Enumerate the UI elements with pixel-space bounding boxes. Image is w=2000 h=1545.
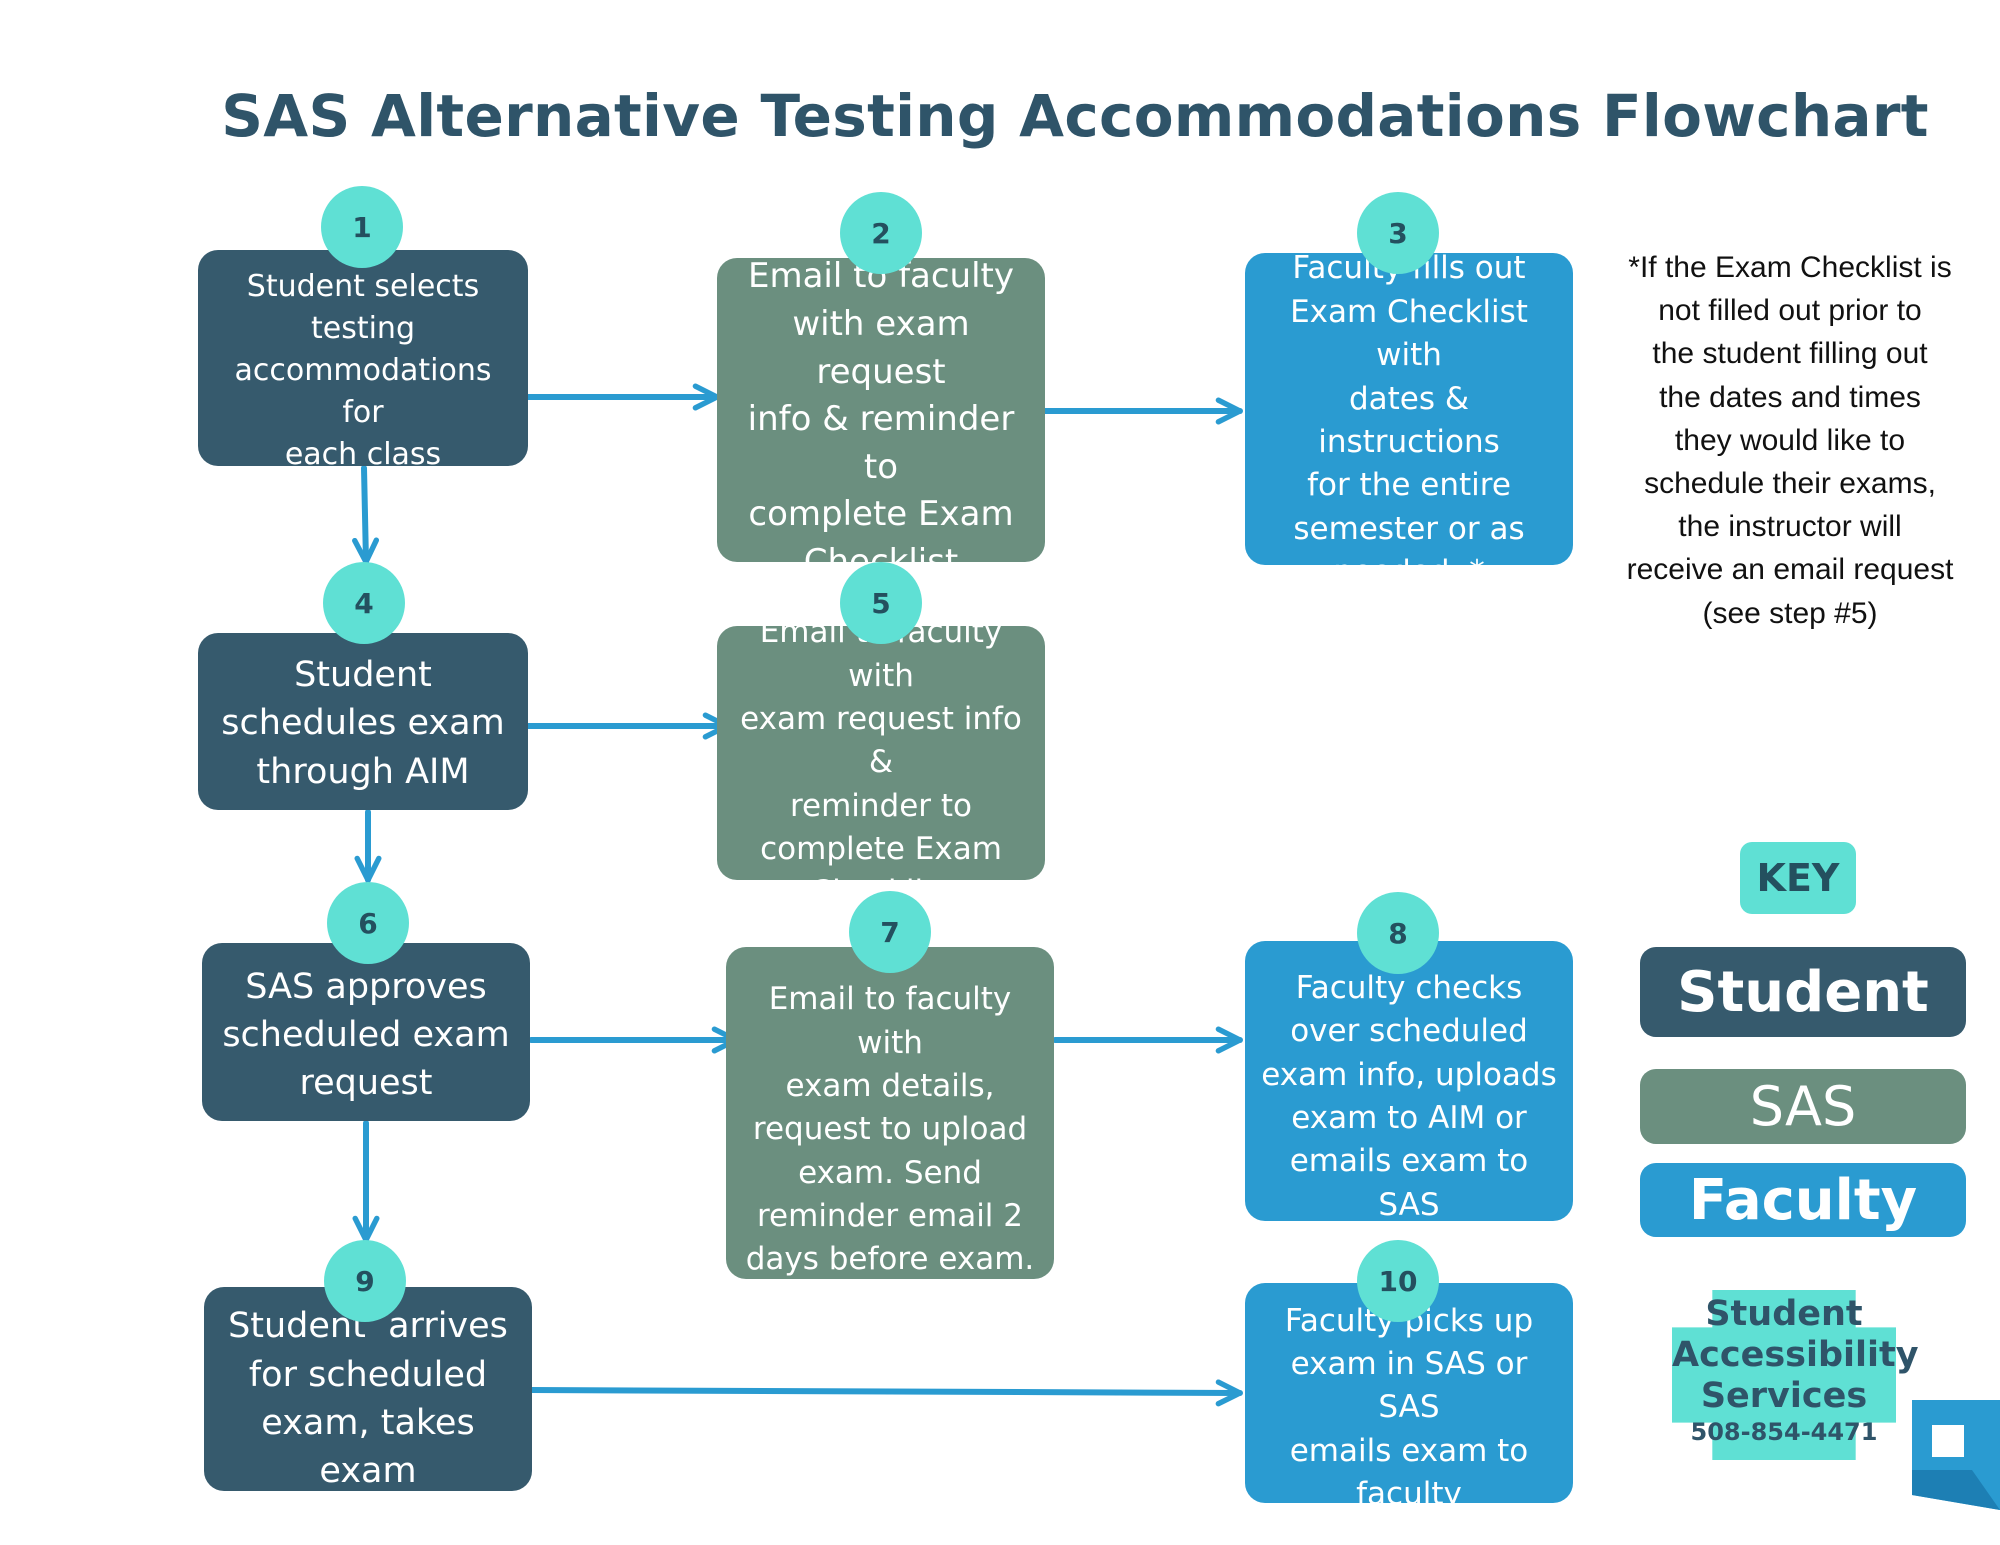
- footnote: *If the Exam Checklist is not filled out…: [1626, 251, 1954, 630]
- step-4-badge: 4: [323, 562, 405, 644]
- page-title: SAS Alternative Testing Accommodations F…: [221, 82, 1929, 150]
- key-title: KEY: [1740, 842, 1856, 914]
- step-4-box: Student schedules exam through AIM: [198, 633, 528, 810]
- key-sas: SAS: [1640, 1069, 1966, 1144]
- step-3-badge: 3: [1357, 192, 1439, 274]
- step-1-box: Student selects testing accommodations f…: [198, 250, 528, 472]
- step-9-text: Student arrives for scheduled exam, take…: [228, 1306, 508, 1492]
- step-8-text: Faculty checks over scheduled exam info,…: [1261, 969, 1557, 1223]
- step-1-text: Student selects testing accommodations f…: [234, 269, 492, 472]
- step-10-box: Faculty picks up exam in SAS or SAS emai…: [1245, 1283, 1573, 1512]
- step-6-text: SAS approves scheduled exam request: [222, 966, 510, 1104]
- corner-logo-icon: [1912, 1400, 2000, 1510]
- arrow-1-to-4: [352, 465, 380, 565]
- step-2-badge: 2: [840, 192, 922, 274]
- step-7-text: Email to faculty with exam details, requ…: [745, 981, 1035, 1278]
- step-5-badge: 5: [840, 562, 922, 644]
- step-9-badge: 9: [324, 1240, 406, 1322]
- arrow-9-to-10: [528, 1379, 1243, 1407]
- step-8-box: Faculty checks over scheduled exam info,…: [1245, 941, 1573, 1223]
- step-4-text: Student schedules exam through AIM: [221, 655, 505, 792]
- step-10-badge: 10: [1357, 1240, 1439, 1322]
- sas-phone: 508-854-4471: [1690, 1418, 1878, 1446]
- step-8-badge: 8: [1357, 892, 1439, 974]
- step-10-text: Faculty picks up exam in SAS or SAS emai…: [1284, 1302, 1534, 1513]
- key-student: Student: [1640, 947, 1966, 1037]
- step-2-box: Email to faculty with exam request info …: [717, 256, 1045, 582]
- step-7-box: Email to faculty with exam details, requ…: [726, 947, 1054, 1279]
- step-6-badge: 6: [327, 882, 409, 964]
- step-6-box: SAS approves scheduled exam request: [202, 943, 530, 1121]
- step-2-text: Email to faculty with exam request info …: [747, 256, 1015, 582]
- step-3-text: Faculty fills out Exam Checklist with da…: [1290, 250, 1528, 591]
- sas-logo-text: Student Accessibility Services: [1672, 1294, 1919, 1416]
- step-5-text: Email to faculty with exam request info …: [740, 614, 1022, 910]
- step-7-badge: 7: [849, 891, 931, 973]
- step-5-box: Email to faculty with exam request info …: [717, 614, 1045, 910]
- step-3-box: Faculty fills out Exam Checklist with da…: [1245, 250, 1573, 590]
- step-1-badge: 1: [321, 186, 403, 268]
- key-faculty: Faculty: [1640, 1163, 1966, 1237]
